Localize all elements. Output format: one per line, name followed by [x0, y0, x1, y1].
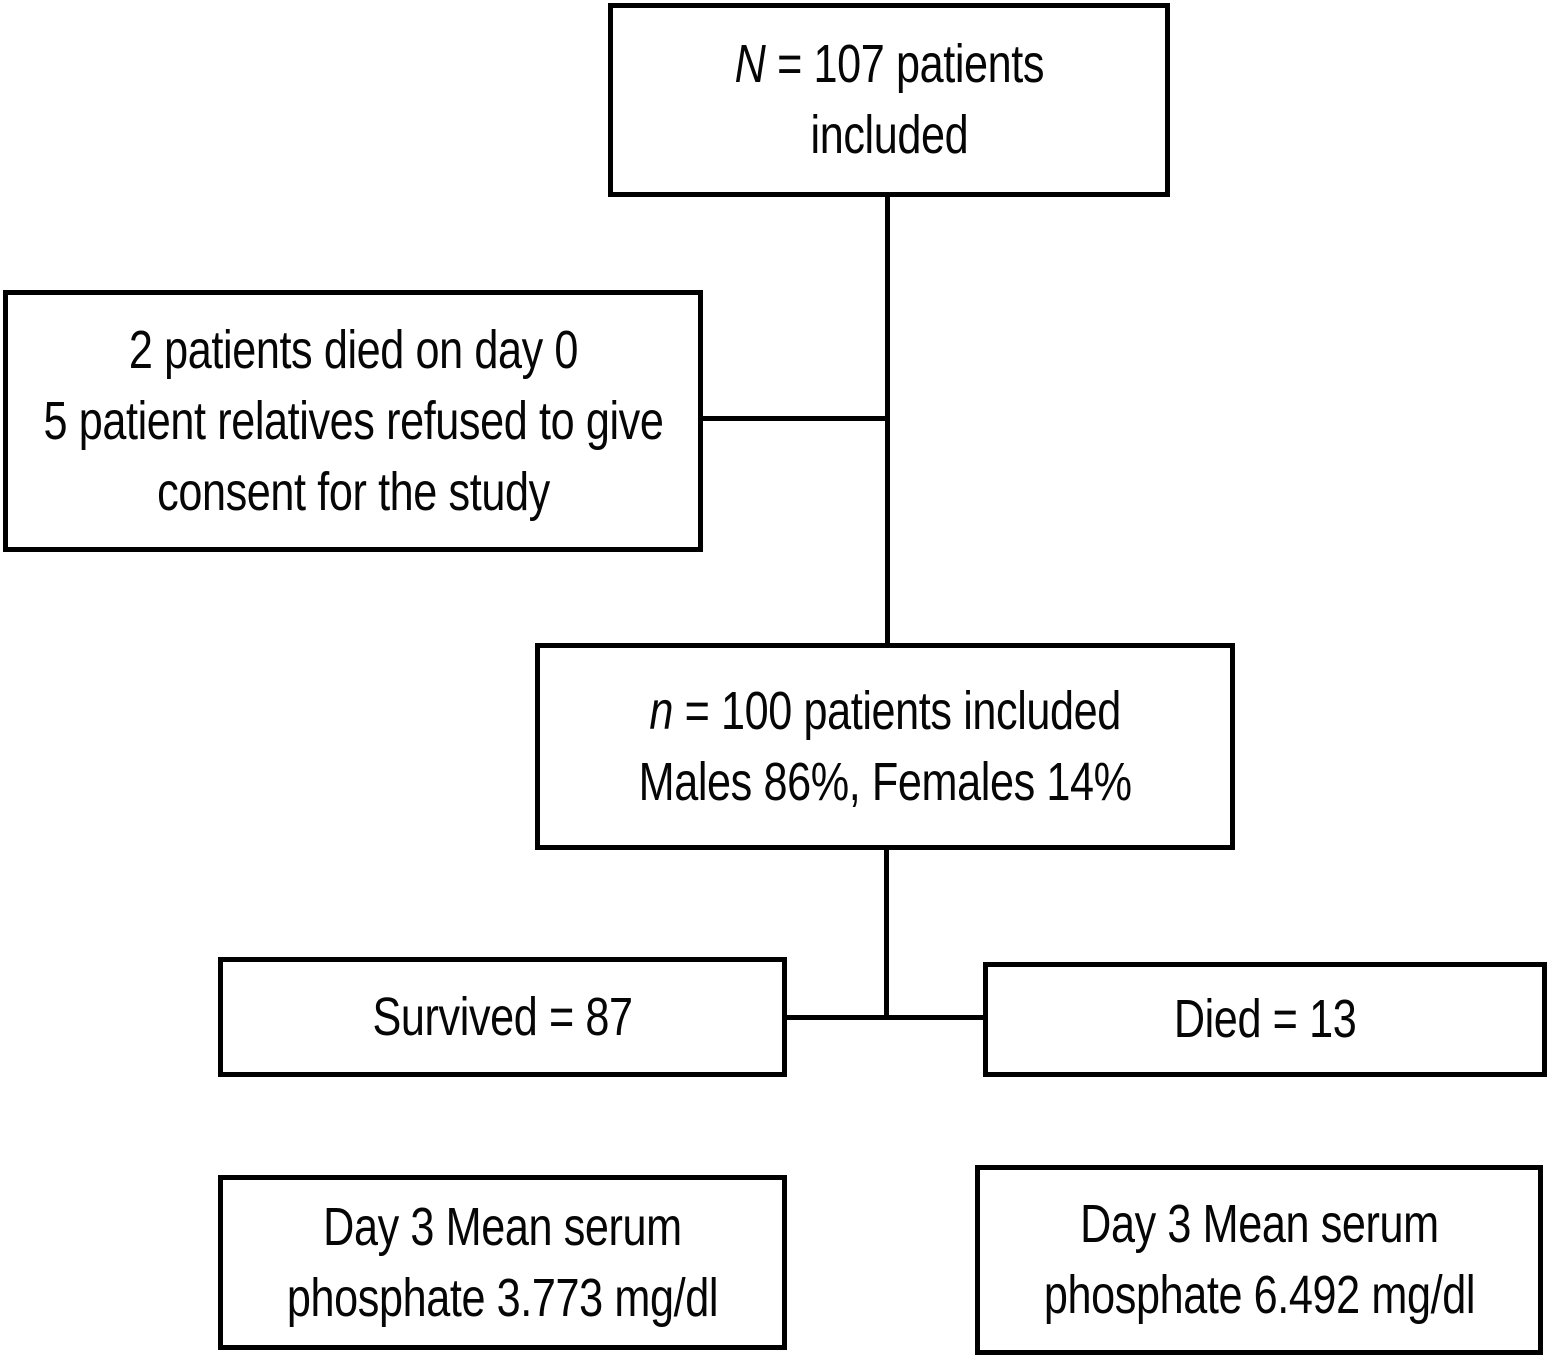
text-line: Day 3 Mean serum: [1079, 1194, 1439, 1254]
text-line: Survived = 87: [372, 986, 633, 1047]
text-line: 5 patient relatives refused to give: [43, 390, 663, 451]
text-line: consent for the study: [156, 461, 550, 522]
text-line: Males 86%, Females 14%: [638, 751, 1132, 812]
node-died-text: Died = 13: [1174, 984, 1357, 1055]
text-line: Day 3 Mean serum: [323, 1196, 682, 1257]
connector-cohort-to-outcomes: [884, 850, 889, 1020]
node-analyzed-cohort: n = 100 patients included Males 86%, Fem…: [535, 643, 1235, 850]
text-line: 2 patients died on day 0: [128, 319, 578, 380]
text-line: phosphate 6.492 mg/dl: [1043, 1265, 1475, 1325]
connector-outcomes-split: [787, 1015, 983, 1020]
text-line: included: [810, 105, 968, 165]
text-line-rest: = 107 patients: [765, 34, 1044, 94]
node-died-day3-phosphate: Day 3 Mean serum phosphate 6.492 mg/dl: [975, 1165, 1543, 1355]
node-died: Died = 13: [983, 962, 1547, 1077]
text-line: N = 107 patients: [734, 29, 1044, 100]
node-survived-day3-phosphate: Day 3 Mean serum phosphate 3.773 mg/dl: [218, 1175, 787, 1350]
connector-excluded-branch: [703, 416, 890, 421]
node-survived: Survived = 87: [218, 957, 787, 1077]
node-analyzed-cohort-text: n = 100 patients included Males 86%, Fem…: [638, 676, 1131, 818]
variable-n: n: [649, 680, 673, 741]
node-exclusions-text: 2 patients died on day 0 5 patient relat…: [43, 315, 663, 528]
text-line: Died = 13: [1173, 989, 1357, 1049]
variable-N: N: [734, 34, 766, 94]
text-line: n = 100 patients included: [638, 676, 1131, 747]
text-line-rest: = 100 patients included: [672, 680, 1121, 741]
node-exclusions: 2 patients died on day 0 5 patient relat…: [3, 290, 703, 552]
node-total-patients: N = 107 patients included: [608, 3, 1170, 197]
text-line: phosphate 3.773 mg/dl: [286, 1267, 719, 1328]
node-survived-day3-phosphate-text: Day 3 Mean serum phosphate 3.773 mg/dl: [286, 1192, 719, 1334]
node-died-day3-phosphate-text: Day 3 Mean serum phosphate 6.492 mg/dl: [1043, 1189, 1475, 1331]
node-survived-text: Survived = 87: [372, 982, 633, 1053]
node-total-patients-text: N = 107 patients included: [734, 29, 1044, 171]
